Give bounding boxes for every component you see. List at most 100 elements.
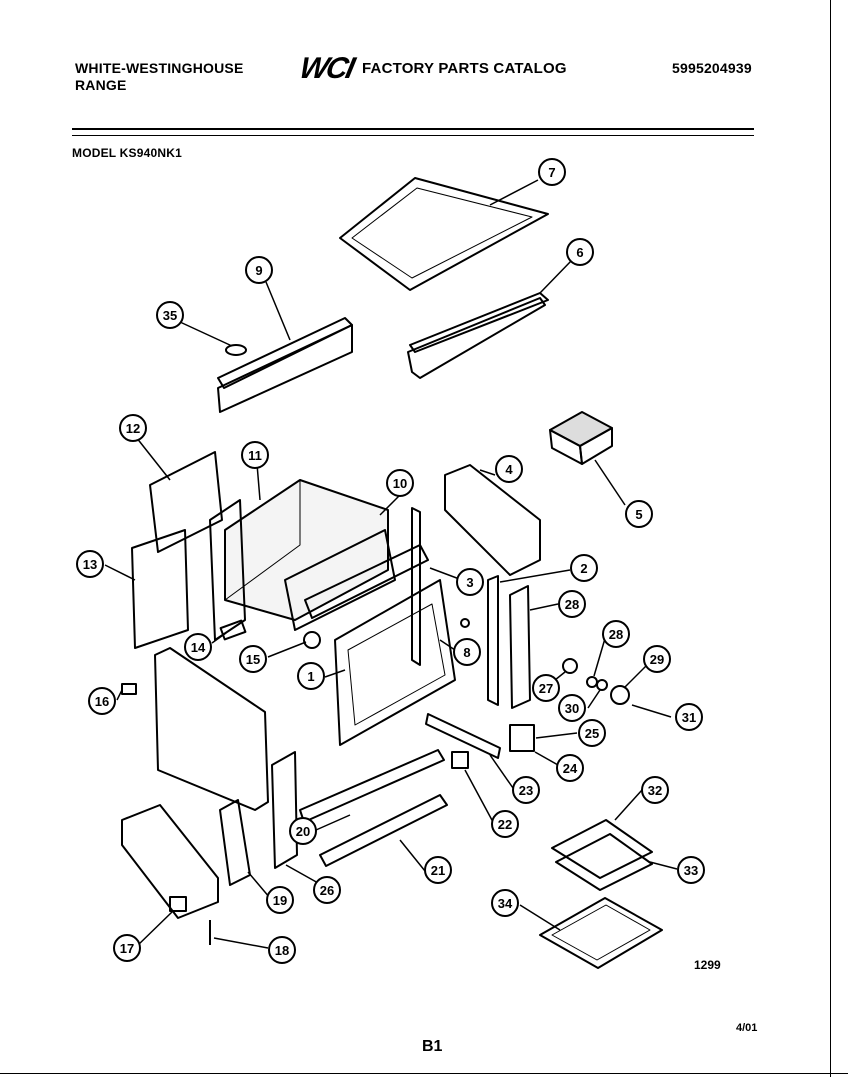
part-bracket-19: [219, 799, 251, 886]
svg-text:28: 28: [609, 627, 623, 642]
callout-7: 7: [538, 158, 566, 186]
svg-text:14: 14: [191, 640, 206, 655]
callout-23: 23: [512, 776, 540, 804]
header-rule: [72, 128, 754, 136]
part-broiler-grid: [539, 897, 663, 969]
callout-1: 1: [297, 662, 325, 690]
callout-28a: 28: [558, 590, 586, 618]
callout-2: 2: [570, 554, 598, 582]
part-oven-door: [334, 579, 456, 746]
callout-19: 19: [266, 886, 294, 914]
callout-18: 18: [268, 936, 296, 964]
part-front-bracket: [217, 317, 353, 413]
svg-text:3: 3: [466, 575, 473, 590]
svg-text:29: 29: [650, 652, 664, 667]
callout-11: 11: [241, 441, 269, 469]
svg-text:16: 16: [95, 694, 109, 709]
svg-text:6: 6: [576, 245, 583, 260]
svg-text:34: 34: [498, 896, 513, 911]
callout-25: 25: [578, 719, 606, 747]
model-number: MODEL KS940NK1: [72, 146, 182, 160]
callout-28b: 28: [602, 620, 630, 648]
part-insulation-13: [131, 529, 189, 649]
part-drawer-rail: [299, 749, 445, 823]
part-knob-30: [610, 685, 630, 705]
callout-16: 16: [88, 687, 116, 715]
part-oven-cavity: [209, 479, 396, 641]
brand-line-2: RANGE: [75, 77, 127, 93]
page-id: B1: [422, 1038, 443, 1055]
callout-33: 33: [677, 856, 705, 884]
callout-4: 4: [495, 455, 523, 483]
part-hinge-bar: [425, 713, 501, 759]
svg-text:26: 26: [305, 639, 307, 641]
part-screw-35: [225, 344, 247, 356]
callout-22: 22: [491, 810, 519, 838]
callout-20: 20: [289, 817, 317, 845]
callout-26: 26: [313, 876, 341, 904]
page-frame-bottom: [0, 1073, 848, 1074]
callout-24: 24: [556, 754, 584, 782]
callout-32: 32: [641, 776, 669, 804]
part-rear-panel: [444, 464, 541, 576]
callout-3: 3: [456, 568, 484, 596]
part-number: 5995204939: [672, 60, 752, 76]
part-front-trim: [271, 751, 298, 869]
part-lower-side-panel: [154, 647, 269, 811]
svg-text:7: 7: [548, 165, 555, 180]
svg-text:15: 15: [246, 652, 260, 667]
svg-text:2: 2: [580, 561, 587, 576]
svg-text:4: 4: [505, 462, 513, 477]
callout-15: 15: [239, 645, 267, 673]
part-knob-29: [596, 679, 608, 691]
part-side-trim: [411, 507, 499, 706]
callout-17: 17: [113, 934, 141, 962]
callout-5: 5: [625, 500, 653, 528]
callout-12: 12: [119, 414, 147, 442]
callout-26b: 26: [305, 639, 307, 641]
svg-text:1: 1: [307, 669, 314, 684]
svg-text:19: 19: [273, 893, 287, 908]
part-side-panel-12: [149, 451, 223, 553]
callout-27: 27: [532, 674, 560, 702]
callout-31: 31: [675, 703, 703, 731]
svg-text:22: 22: [498, 817, 512, 832]
part-hinge-24: [509, 724, 535, 752]
callout-9: 9: [245, 256, 273, 284]
part-knob-27: [562, 658, 578, 674]
svg-text:26: 26: [320, 883, 334, 898]
callouts: 7 6 9 35 12 11 10 4 5 13 2 3 28 14 15 1 …: [76, 158, 705, 964]
svg-text:5: 5: [635, 507, 642, 522]
callout-8: 8: [453, 638, 481, 666]
svg-text:10: 10: [393, 476, 407, 491]
part-rear-bracket: [407, 292, 549, 379]
part-blower: [549, 411, 613, 465]
svg-text:35: 35: [163, 308, 177, 323]
part-side-trim-28: [509, 585, 531, 709]
catalog-title: FACTORY PARTS CATALOG: [362, 60, 567, 77]
svg-text:25: 25: [585, 726, 599, 741]
svg-text:8: 8: [463, 645, 470, 660]
callout-6: 6: [566, 238, 594, 266]
svg-text:23: 23: [519, 783, 533, 798]
svg-text:20: 20: [296, 824, 310, 839]
part-kick-panel: [121, 804, 219, 919]
svg-text:30: 30: [565, 701, 579, 716]
callout-29: 30: [558, 694, 586, 722]
part-hinge-8: [460, 618, 470, 628]
part-front-rail: [319, 794, 448, 867]
svg-text:18: 18: [275, 943, 289, 958]
brand-title: WHITE-WESTINGHOUSE RANGE: [75, 60, 243, 94]
svg-text:33: 33: [684, 863, 698, 878]
svg-text:32: 32: [648, 783, 662, 798]
svg-text:9: 9: [255, 263, 262, 278]
brand-line-1: WHITE-WESTINGHOUSE: [75, 60, 244, 76]
part-clip-16: [121, 683, 137, 695]
callout-10: 10: [386, 469, 414, 497]
svg-text:27: 27: [539, 681, 553, 696]
svg-text:31: 31: [682, 710, 696, 725]
svg-text:21: 21: [431, 863, 445, 878]
callout-14: 14: [184, 633, 212, 661]
svg-text:17: 17: [120, 941, 134, 956]
